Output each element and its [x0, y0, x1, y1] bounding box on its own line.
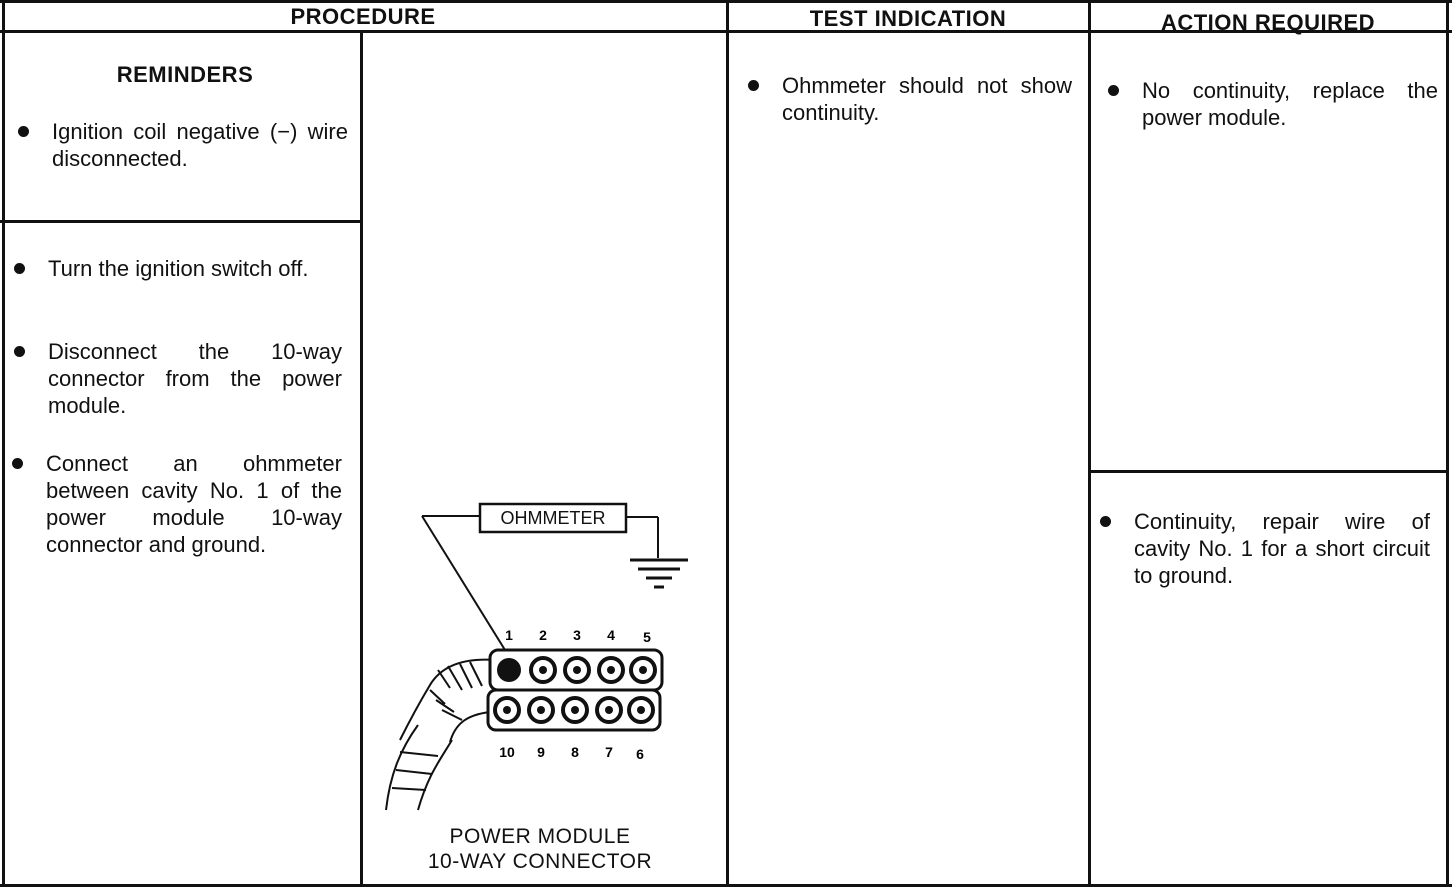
- cavity-number: 5: [643, 629, 651, 645]
- cavity-number: 4: [607, 627, 615, 643]
- diagram-caption-line2: 10-WAY CONNECTOR: [427, 850, 653, 873]
- test-indication-text: Ohmmeter should not show continuity.: [782, 73, 1072, 125]
- cavity-number: 2: [539, 627, 547, 643]
- action-required-header: ACTION REQUIRED: [1160, 10, 1376, 35]
- diagram-caption: POWER MODULE 10-WAY CONNECTOR: [370, 824, 710, 874]
- reminder-item: Ignition coil negative (−) wire disconne…: [18, 118, 348, 174]
- reminders-title: REMINDERS: [116, 62, 254, 87]
- action-text: Continuity, repair wire of cavity No. 1 …: [1134, 509, 1430, 588]
- ground-symbol-icon: [630, 558, 688, 589]
- procedure-header: PROCEDURE: [290, 4, 436, 29]
- test-indication-item: Ohmmeter should not show continuity.: [748, 72, 1072, 128]
- bullet-icon: [18, 126, 29, 137]
- action-item: Continuity, repair wire of cavity No. 1 …: [1100, 508, 1430, 592]
- cavity-number: 6: [636, 746, 644, 762]
- test-indication-header: TEST INDICATION: [809, 6, 1007, 31]
- cavity-number: 10: [499, 744, 515, 760]
- cavity-number: 3: [573, 627, 581, 643]
- bullet-icon: [1108, 85, 1119, 96]
- action-item: No continuity, replace the power module.: [1108, 77, 1438, 133]
- bullet-icon: [14, 346, 25, 357]
- connector-diagram: OHMMETER 1 2 3 4 5: [385, 502, 688, 811]
- table-right-border: [1446, 0, 1449, 887]
- cavity-number: 9: [537, 744, 545, 760]
- column-divider-action: [1088, 0, 1091, 887]
- wire-bundle-icon: [385, 658, 496, 811]
- procedure-step: Turn the ignition switch off.: [14, 255, 342, 311]
- reminders-divider: [0, 220, 362, 223]
- procedure-step-text: Connect an ohmmeter between cavity No. 1…: [46, 451, 342, 557]
- cavity-number: 8: [571, 744, 579, 760]
- action-divider: [1088, 470, 1448, 473]
- cavity-number: 7: [605, 744, 613, 760]
- column-divider-diagram: [360, 32, 363, 887]
- probe-lead-diagonal: [421, 515, 506, 651]
- procedure-step: Disconnect the 10-way connector from the…: [14, 338, 342, 422]
- procedure-step-text: Turn the ignition switch off.: [48, 256, 309, 281]
- diagram-caption-line1: POWER MODULE: [449, 825, 631, 848]
- bullet-icon: [12, 458, 23, 469]
- action-text: No continuity, replace the power module.: [1142, 78, 1438, 130]
- bullet-icon: [1100, 516, 1111, 527]
- bullet-icon: [14, 263, 25, 274]
- table-left-border: [2, 0, 5, 887]
- bullet-icon: [748, 80, 759, 91]
- reminder-text: Ignition coil negative (−) wire disconne…: [52, 119, 348, 171]
- cavity-number: 1: [505, 627, 513, 643]
- column-divider-test: [726, 0, 729, 887]
- cavity-1-icon: [497, 658, 521, 682]
- procedure-step-text: Disconnect the 10-way connector from the…: [48, 339, 342, 418]
- procedure-step: Connect an ohmmeter between cavity No. 1…: [12, 450, 342, 562]
- ohmmeter-label: OHMMETER: [501, 508, 606, 528]
